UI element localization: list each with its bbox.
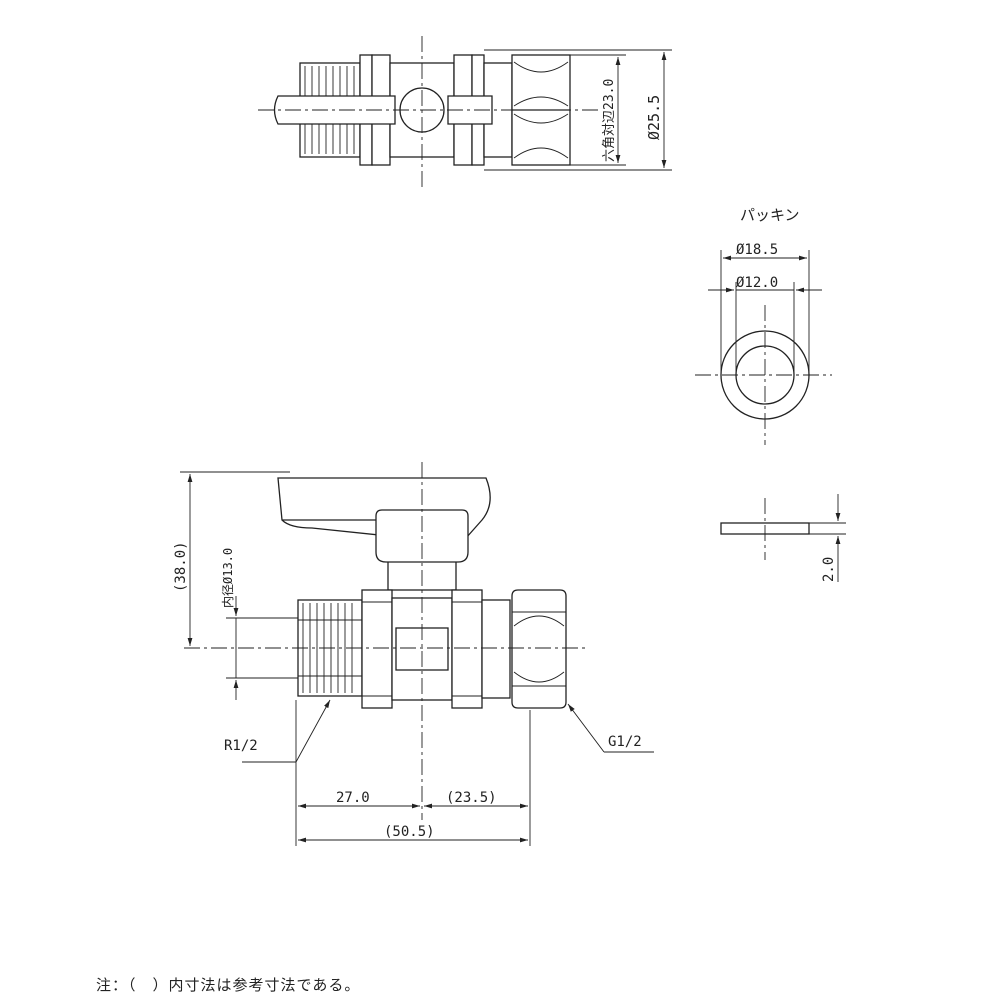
hex-across-flats-label: 六角対辺23.0 (602, 79, 617, 162)
total-length-label: (50.5) (384, 824, 435, 840)
female-thread-label: G1/2 (608, 734, 642, 750)
front-body-right-flange (451, 589, 483, 709)
packing-title: パッキン (740, 206, 800, 224)
reference-dimension-note: 注：（ ）内寸法は参考寸法である。 (96, 976, 361, 994)
front-hex-nut (511, 589, 567, 709)
left-length-label: 27.0 (336, 790, 370, 806)
outer-diameter-label: Ø25.5 (645, 95, 663, 140)
top-view: 六角対辺23.0 Ø25.5 (258, 36, 672, 190)
right-length-label: (23.5) (446, 790, 497, 806)
packing-view: パッキン Ø18.5 Ø12.0 2.0 (695, 206, 846, 582)
front-body-left-flange (361, 589, 393, 709)
inner-diameter-label: 内径Ø13.0 (221, 548, 235, 608)
packing-thickness-label: 2.0 (821, 557, 837, 582)
male-thread-label: R1/2 (224, 738, 258, 754)
front-view: (38.0) 内径Ø13.0 R1/2 G1/2 27.0 (23.5) (50… (173, 462, 654, 846)
height-label: (38.0) (173, 541, 189, 592)
packing-inner-diameter-label: Ø12.0 (736, 275, 778, 291)
packing-outer-diameter-label: Ø18.5 (736, 242, 778, 258)
